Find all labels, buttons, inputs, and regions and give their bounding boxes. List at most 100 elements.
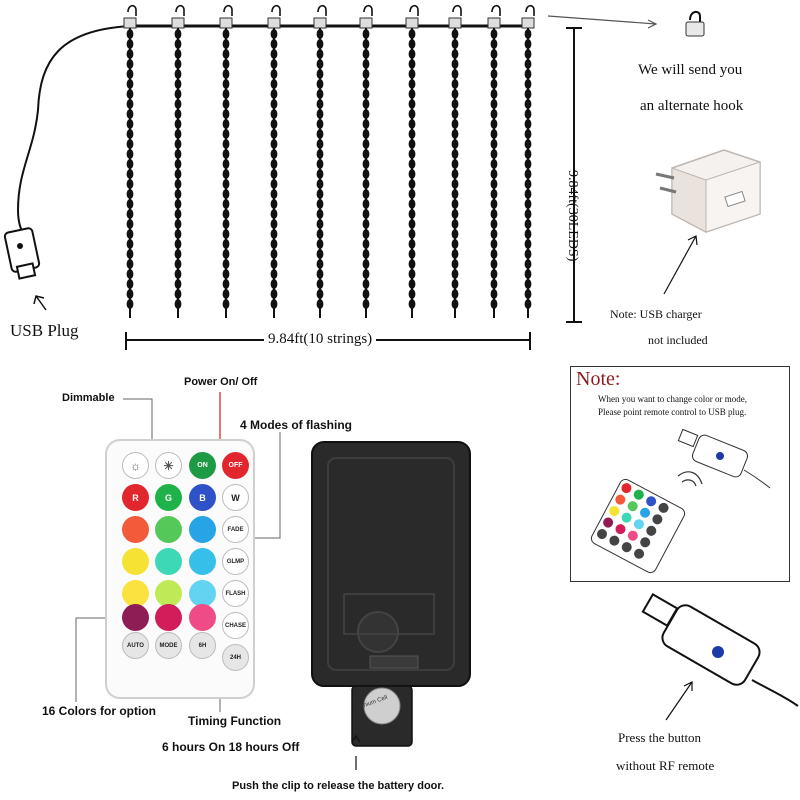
glimp-button[interactable]: GLMP xyxy=(222,548,249,575)
led-bead xyxy=(316,59,324,69)
led-bead xyxy=(316,279,324,289)
led-bead xyxy=(174,239,182,249)
light-string xyxy=(313,4,327,318)
hook-icon xyxy=(317,4,327,16)
led-bead xyxy=(316,49,324,59)
color-button[interactable] xyxy=(189,580,216,607)
mini-remote-button xyxy=(640,537,651,548)
led-bead xyxy=(174,89,182,99)
led-bead xyxy=(490,269,498,279)
power-off-button[interactable]: OFF xyxy=(222,452,249,479)
hook-arrow xyxy=(547,15,657,25)
color-button[interactable] xyxy=(122,516,149,543)
led-bead xyxy=(362,99,370,109)
color-r-button[interactable]: R xyxy=(122,484,149,511)
led-bead xyxy=(222,69,230,79)
color-button[interactable] xyxy=(122,548,149,575)
led-bead xyxy=(316,39,324,49)
led-bead xyxy=(451,89,459,99)
dim-down-button[interactable]: ☼ xyxy=(122,452,149,479)
led-bead xyxy=(490,209,498,219)
led-bead xyxy=(174,299,182,309)
flash-button[interactable]: FLASH xyxy=(222,580,249,607)
led-bead xyxy=(408,119,416,129)
led-bead xyxy=(316,299,324,309)
led-bead xyxy=(524,39,532,49)
led-bead xyxy=(126,199,134,209)
led-bead xyxy=(451,109,459,119)
color-button[interactable] xyxy=(155,604,182,631)
led-bead xyxy=(316,229,324,239)
led-bead xyxy=(451,179,459,189)
color-button[interactable] xyxy=(189,516,216,543)
charger-note-line2: not included xyxy=(648,333,708,347)
battery-clip xyxy=(351,685,413,747)
led-bead xyxy=(222,169,230,179)
led-bead xyxy=(174,289,182,299)
led-bead xyxy=(524,49,532,59)
led-bead xyxy=(362,109,370,119)
color-b-button[interactable]: B xyxy=(189,484,216,511)
led-bead xyxy=(408,29,416,39)
led-bead xyxy=(174,129,182,139)
led-bead xyxy=(524,239,532,249)
hook-icon xyxy=(127,4,137,16)
hook-clip xyxy=(219,17,233,29)
led-bead xyxy=(451,229,459,239)
led-bead xyxy=(408,49,416,59)
led-bead xyxy=(126,189,134,199)
led-bead xyxy=(408,299,416,309)
led-bead xyxy=(222,159,230,169)
mini-remote-button xyxy=(615,524,626,535)
color-w-button[interactable]: W xyxy=(222,484,249,511)
timer-callout: 6 hours On 18 hours Off xyxy=(162,740,300,754)
auto-button[interactable]: AUTO xyxy=(122,632,149,659)
led-bead xyxy=(174,149,182,159)
led-bead xyxy=(408,189,416,199)
color-g-button[interactable]: G xyxy=(155,484,182,511)
twenty-four-hour-button[interactable]: 24H xyxy=(222,644,249,671)
led-bead xyxy=(316,129,324,139)
dim-up-button[interactable]: ☀ xyxy=(155,452,182,479)
led-bead xyxy=(316,199,324,209)
hook-note-line2: an alternate hook xyxy=(640,98,744,114)
led-bead xyxy=(524,259,532,269)
led-bead xyxy=(222,39,230,49)
color-button[interactable] xyxy=(189,604,216,631)
led-bead xyxy=(174,209,182,219)
led-bead xyxy=(270,29,278,39)
six-hour-button[interactable]: 6H xyxy=(189,632,216,659)
mini-remote-button xyxy=(615,494,626,505)
chase-button[interactable]: CHASE xyxy=(222,612,249,639)
led-bead xyxy=(490,39,498,49)
led-bead xyxy=(408,199,416,209)
color-button[interactable] xyxy=(122,604,149,631)
led-bead xyxy=(316,119,324,129)
led-bead xyxy=(524,269,532,279)
color-button[interactable] xyxy=(155,516,182,543)
led-bead xyxy=(408,79,416,89)
fade-button[interactable]: FADE xyxy=(222,516,249,543)
led-bead xyxy=(451,239,459,249)
color-button[interactable] xyxy=(122,580,149,607)
led-bead xyxy=(222,299,230,309)
mode-button[interactable]: MODE xyxy=(155,632,182,659)
led-bead xyxy=(490,219,498,229)
led-bead xyxy=(451,199,459,209)
usb-plug-arrow xyxy=(35,295,47,311)
hook-icon xyxy=(525,4,535,16)
led-bead xyxy=(316,109,324,119)
led-bead xyxy=(316,179,324,189)
led-bead xyxy=(490,129,498,139)
led-bead xyxy=(126,229,134,239)
color-button[interactable] xyxy=(189,548,216,575)
led-bead xyxy=(270,279,278,289)
power-on-button[interactable]: ON xyxy=(189,452,216,479)
led-bead xyxy=(270,239,278,249)
color-button[interactable] xyxy=(155,548,182,575)
led-bead xyxy=(270,139,278,149)
color-button[interactable] xyxy=(155,580,182,607)
led-bead xyxy=(222,89,230,99)
led-bead xyxy=(270,259,278,269)
led-bead xyxy=(524,299,532,309)
